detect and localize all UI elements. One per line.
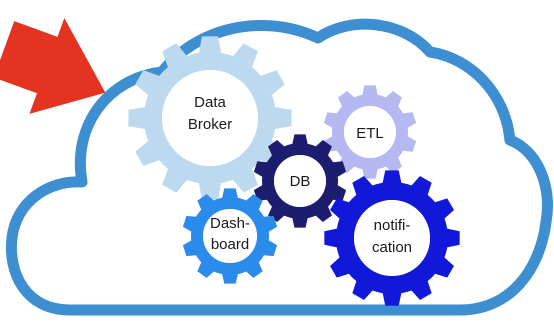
gear-data-broker bbox=[128, 36, 292, 200]
gear-shape-db bbox=[253, 134, 347, 228]
gear-etl bbox=[323, 85, 417, 179]
gear-center-dashboard bbox=[203, 209, 257, 263]
gear-center-etl bbox=[344, 106, 396, 158]
gear-shape-data-broker bbox=[128, 36, 292, 200]
gear-label-dashboard-line2: board bbox=[211, 236, 249, 253]
gear-shape-etl bbox=[323, 85, 417, 179]
gear-center-db bbox=[274, 155, 326, 207]
gear-label-data-broker-line2: Broker bbox=[188, 116, 232, 133]
gear-notification bbox=[324, 170, 460, 306]
gear-db bbox=[253, 134, 347, 228]
gear-label-db: DB bbox=[290, 173, 311, 190]
gear-label-notification-line2: cation bbox=[372, 239, 412, 256]
gear-center-notification bbox=[354, 200, 430, 276]
gear-shape-dashboard bbox=[182, 188, 278, 284]
gear-label-data-broker-line1: Data bbox=[194, 94, 226, 111]
gear-label-etl: ETL bbox=[356, 125, 384, 142]
pointer-arrow bbox=[0, 18, 106, 114]
gear-label-dashboard-line1: Dash- bbox=[210, 215, 250, 232]
gear-dashboard bbox=[182, 188, 278, 284]
gear-label-notification-line1: notifi- bbox=[374, 217, 411, 234]
gear-shape-notification bbox=[324, 170, 460, 306]
gear-center-data-broker bbox=[162, 70, 258, 166]
